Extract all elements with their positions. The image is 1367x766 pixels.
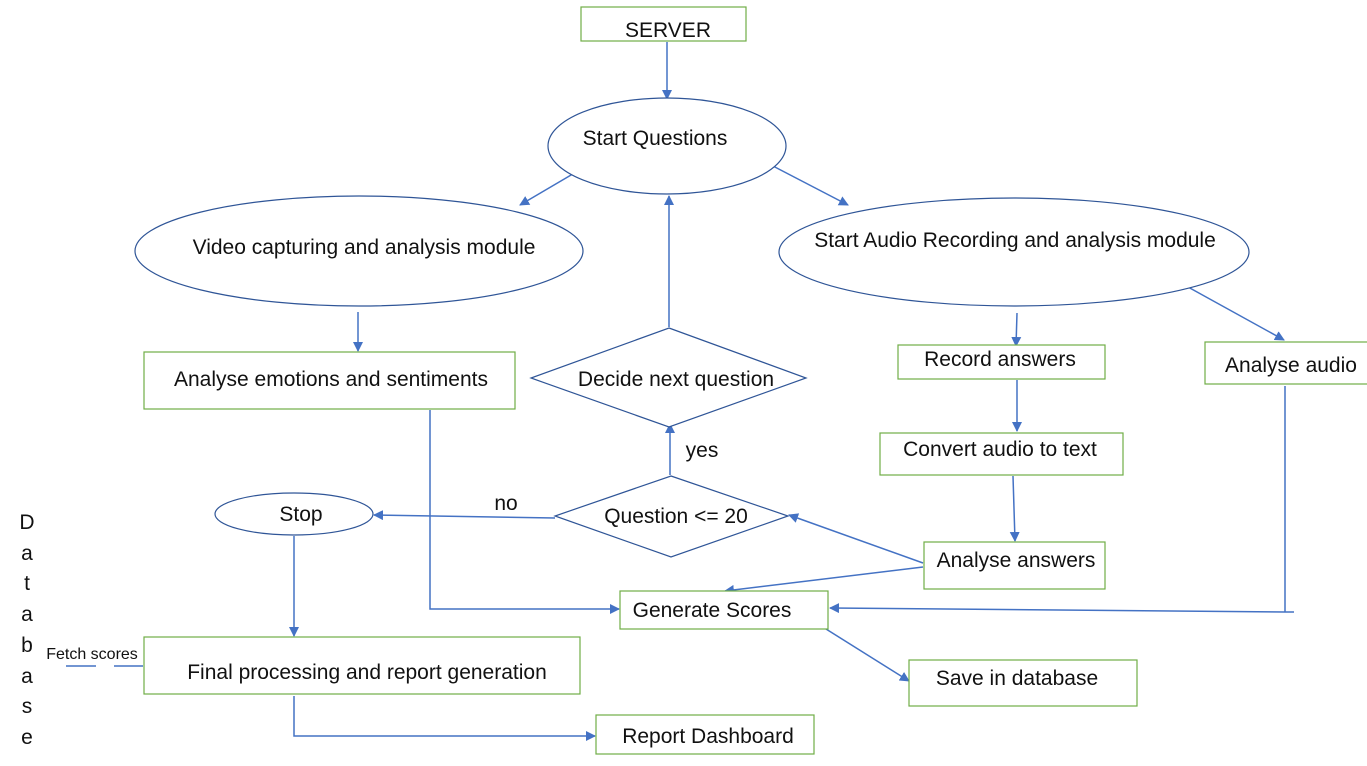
report-dashboard-box: Report Dashboard [595,714,815,755]
arrow-audio-to-analyse-audio [1187,286,1285,341]
server-label: SERVER [625,19,711,42]
record-answers-box: Record answers [897,344,1106,380]
arrow-answers-to-scores [724,566,924,595]
analyse-answers-label: Analyse answers [937,549,1096,572]
convert-audio-box: Convert audio to text [879,432,1124,476]
server-box: SERVER [580,6,747,42]
analyse-audio-box: Analyse audio [1204,341,1367,385]
database-letter: D [19,511,34,534]
database-letter: t [24,572,30,595]
report-dashboard-label: Report Dashboard [622,725,794,748]
arrow-analyse-audio-to-scores [829,386,1294,614]
edge-label-yes: yes [686,439,719,462]
record-answers-label: Record answers [924,348,1076,371]
connectors [66,42,1294,741]
edge-label-fetch-scores: Fetch scores [46,646,138,663]
analyse-emotions-label: Analyse emotions and sentiments [174,368,488,391]
analyse-emotions-box: Analyse emotions and sentiments [143,351,516,410]
question-check-label: Question <= 20 [604,505,748,528]
arrow-start-to-audio [770,164,849,206]
arrow-answers-to-question [788,513,924,564]
arrow-question-to-stop [373,510,556,521]
analyse-answers-box: Analyse answers [923,541,1106,590]
stop-ellipse: Stop [214,492,374,536]
decide-next-label: Decide next question [578,368,774,391]
database-letter: s [22,695,33,718]
arrow-scores-to-save [825,628,910,682]
arrow-convert-to-analyse-answers [1009,475,1020,542]
audio-module-label: Start Audio Recording and analysis modul… [814,229,1216,252]
database-letter: a [21,603,33,626]
question-check-diamond: Question <= 20 [553,475,790,558]
stop-label: Stop [279,503,322,526]
arrow-emotions-to-scores [429,410,620,614]
final-processing-box: Final processing and report generation [143,636,581,695]
video-module-ellipse: Video capturing and analysis module [134,195,584,307]
database-letter: a [21,542,33,565]
convert-audio-label: Convert audio to text [903,438,1097,461]
database-letter: a [21,665,33,688]
generate-scores-label: Generate Scores [633,599,792,622]
arrow-final-to-dashboard [293,696,596,741]
generate-scores-box: Generate Scores [619,590,829,630]
edge-label-no: no [494,492,517,515]
start-questions-label: Start Questions [583,127,728,150]
analyse-audio-label: Analyse audio [1225,354,1357,377]
final-processing-label: Final processing and report generation [187,661,547,684]
save-database-label: Save in database [936,667,1098,690]
start-questions-ellipse: Start Questions [547,97,787,195]
decide-next-diamond: Decide next question [529,327,808,428]
database-letter: e [21,726,33,749]
video-module-label: Video capturing and analysis module [193,236,536,259]
save-database-box: Save in database [908,659,1138,707]
database-side-label: D a t a b a s e [19,511,34,749]
database-letter: b [21,634,33,657]
audio-module-ellipse: Start Audio Recording and analysis modul… [778,197,1250,307]
arrow-audio-to-record [1011,312,1022,347]
